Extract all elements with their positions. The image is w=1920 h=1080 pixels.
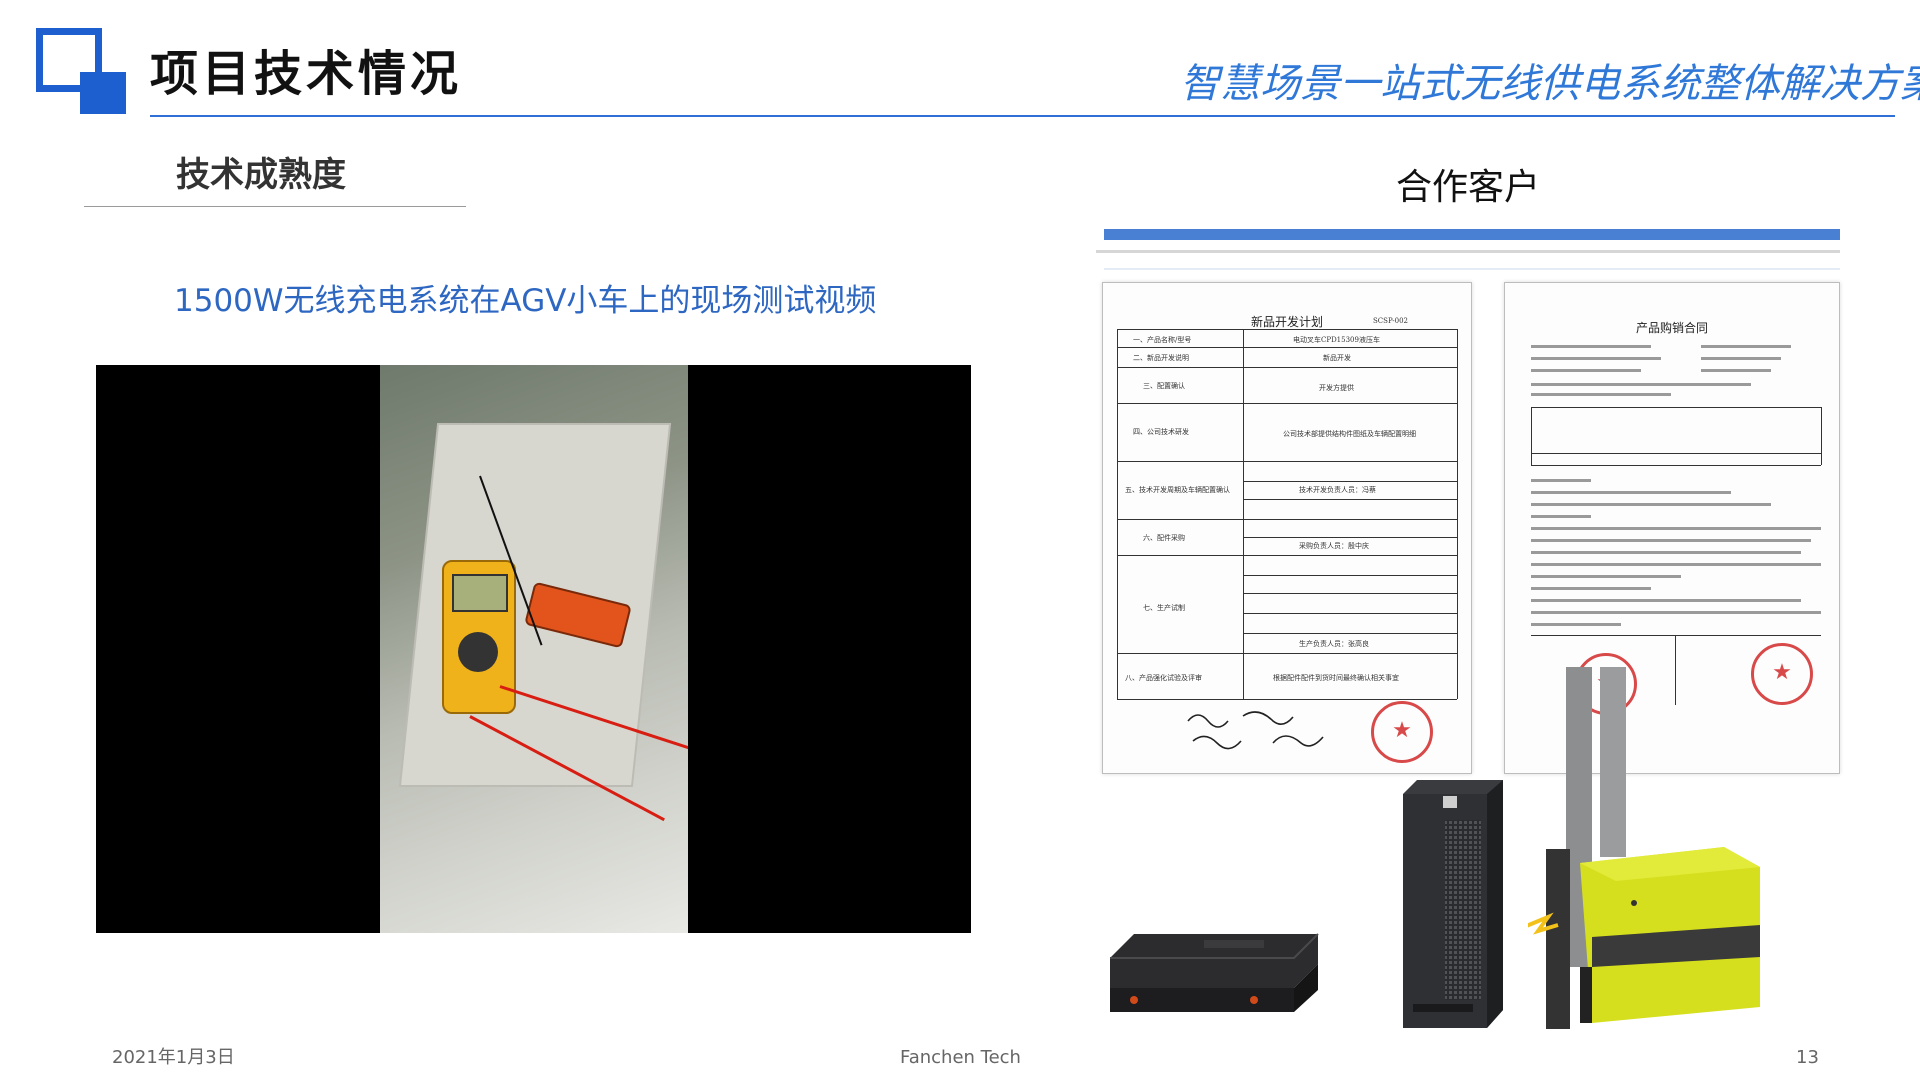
red-seal-icon: ★ [1751, 643, 1813, 705]
handwritten-signatures [1187, 711, 1324, 750]
header-subtitle: 智慧场景一站式无线供电系统整体解决方案 [1180, 61, 1920, 107]
document-sales-contract: 产品购销合同 ★ ★ [1504, 282, 1840, 774]
logo-square-filled [80, 72, 126, 114]
doc-row-label: 四、公司技术研发 [1133, 428, 1189, 436]
multimeter-dial [458, 632, 498, 672]
slide-title: 项目技术情况 [150, 46, 463, 102]
doc-row-value: 根据配件配件到货时间最终确认相关事宜 [1273, 674, 1399, 682]
footer-company: Fanchen Tech [900, 1047, 1021, 1068]
document-development-plan: 新品开发计划 SCSP-002 一、产品名称/型号 电动叉车CPD15309液压… [1102, 282, 1472, 774]
agv-robot-image [1110, 933, 1319, 1012]
doc-row-label: 一、产品名称/型号 [1133, 336, 1192, 344]
doc-title: 新品开发计划 [1250, 315, 1323, 329]
doc-row-value: 新品开发 [1323, 354, 1351, 362]
header-divider [150, 115, 1895, 117]
doc-row-label: 三、配置确认 [1143, 382, 1185, 390]
forklift-agv-image [1528, 667, 1760, 1029]
red-seal-icon: ★ [1371, 701, 1433, 763]
multimeter-image [442, 560, 516, 714]
page-number: 13 [1796, 1047, 1819, 1068]
doc-row-value: 公司技术部提供结构件图纸及车辆配置明细 [1283, 430, 1416, 438]
doc-row-label: 五、技术开发周期及车辆配置确认 [1125, 486, 1230, 494]
doc-row-label: 八、产品强化试验及评审 [1125, 674, 1202, 682]
logo-square-outline [36, 28, 102, 92]
section-heading-maturity: 技术成熟度 [176, 155, 346, 195]
video-frame-image [380, 365, 688, 933]
doc-row-label: 七、生产试制 [1143, 604, 1185, 612]
footer-date: 2021年1月3日 [112, 1047, 235, 1068]
doc-row-value: 电动叉车CPD15309液压车 [1293, 336, 1380, 344]
doc-row-value: 技术开发负责人员：冯蔡 [1299, 486, 1376, 494]
section-heading-customers: 合作客户 [1396, 167, 1541, 208]
doc-row-value: 采购负责人员：殷中庆 [1299, 542, 1369, 550]
doc-row-label: 六、配件采购 [1143, 534, 1185, 542]
doc-row-value: 开发方提供 [1319, 384, 1354, 392]
doc-code: SCSP-002 [1373, 317, 1408, 325]
section-divider [84, 206, 466, 207]
doc-row-label: 二、新品开发说明 [1133, 354, 1189, 362]
customers-accent-bar [1104, 229, 1840, 240]
video-caption: 1500W无线充电系统在AGV小车上的现场测试视频 [174, 283, 877, 319]
wireless-charger-tower-image [1403, 780, 1503, 1028]
customers-light-rule [1104, 268, 1840, 270]
customers-shadow-rule [1096, 250, 1840, 253]
doc-title: 产品购销合同 [1635, 321, 1708, 335]
doc-row-value: 生产负责人员：张高良 [1299, 640, 1369, 648]
multimeter-display [452, 574, 508, 612]
